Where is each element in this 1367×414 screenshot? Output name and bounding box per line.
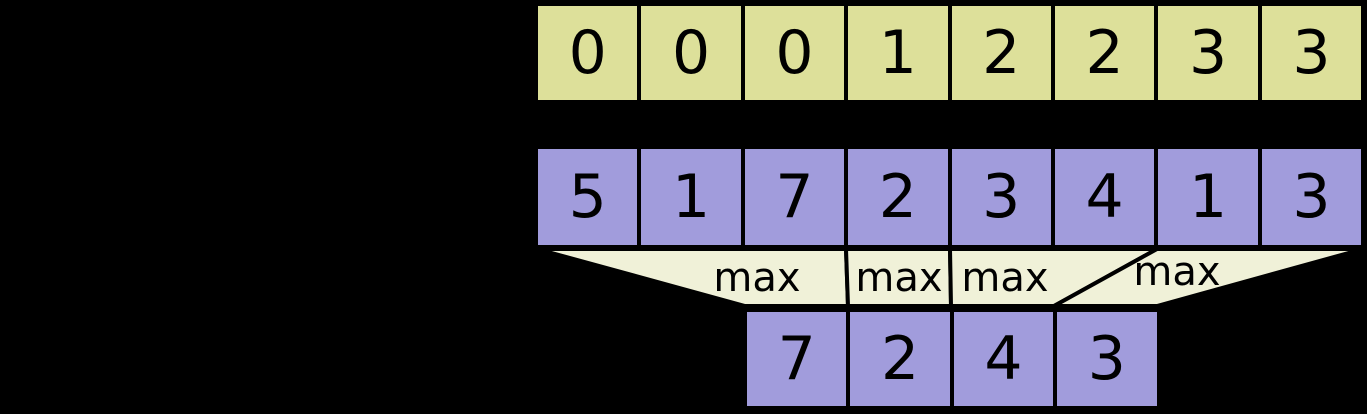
index-row: 0 0 0 1 2 2 3 3 xyxy=(534,2,1366,104)
output-cell: 7 xyxy=(745,310,849,408)
input-cell: 7 xyxy=(742,147,847,247)
index-cell: 0 xyxy=(742,4,847,102)
input-cell: 2 xyxy=(846,147,950,247)
input-cell: 3 xyxy=(949,147,1053,247)
index-cell: 2 xyxy=(1052,4,1157,102)
input-cell: 3 xyxy=(1259,147,1364,247)
index-cell: 0 xyxy=(536,4,640,102)
input-cell: 1 xyxy=(639,147,743,247)
funnel-shape-group0 xyxy=(536,247,851,308)
input-row: 5 1 7 2 3 4 1 3 xyxy=(534,145,1366,249)
output-cell: 2 xyxy=(848,310,952,408)
input-cell: 1 xyxy=(1156,147,1260,247)
output-cell: 3 xyxy=(1055,310,1159,408)
input-cell: 5 xyxy=(536,147,640,247)
index-cell: 2 xyxy=(949,4,1053,102)
index-cell: 0 xyxy=(639,4,743,102)
output-row: 7 2 4 3 xyxy=(743,308,1161,410)
index-cell: 1 xyxy=(846,4,950,102)
output-cell: 4 xyxy=(951,310,1056,408)
index-cell: 3 xyxy=(1259,4,1364,102)
max-operation-label: max xyxy=(961,255,1049,301)
input-cell: 4 xyxy=(1052,147,1157,247)
max-operation-label: max xyxy=(855,255,943,301)
max-operation-label: max xyxy=(713,255,801,301)
index-cell: 3 xyxy=(1156,4,1260,102)
max-operation-label: max xyxy=(1133,249,1221,295)
funnel-shape-group3 xyxy=(1046,247,1364,308)
